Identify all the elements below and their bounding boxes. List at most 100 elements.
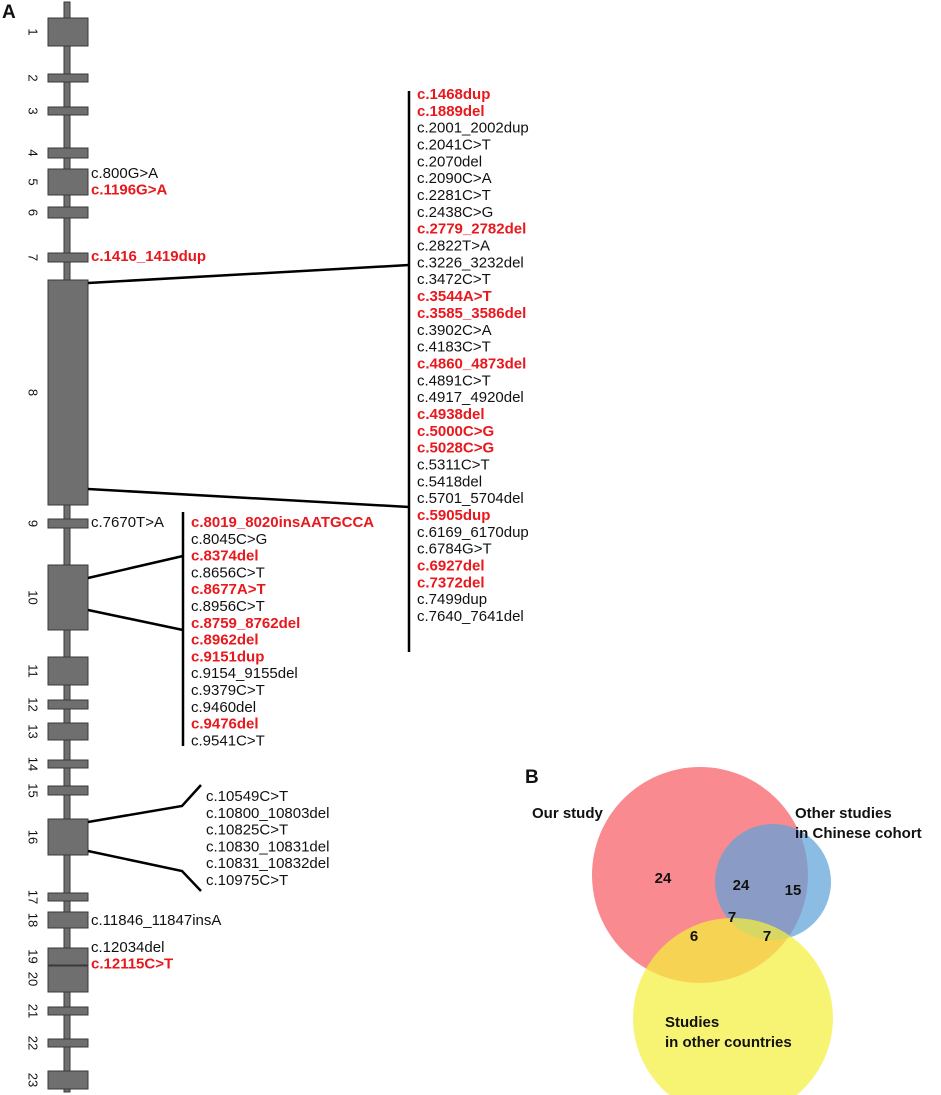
variant-label: c.1889del xyxy=(417,103,485,120)
exon-label-8: 8 xyxy=(26,389,41,396)
exon-4 xyxy=(47,147,89,159)
variant-label: c.6784G>T xyxy=(417,541,492,558)
exon-label-2: 2 xyxy=(26,74,41,81)
variant-label: c.3902C>A xyxy=(417,322,492,339)
variant-label: c.12115C>T xyxy=(91,956,173,973)
exon-14 xyxy=(47,759,89,769)
variant-label: c.6927del xyxy=(417,558,485,575)
variant-label: c.4917_4920del xyxy=(417,389,524,406)
venn-label-our-study: Our study xyxy=(532,805,603,822)
variant-label: c.11846_11847insA xyxy=(91,912,221,929)
exon-label-7: 7 xyxy=(26,254,41,261)
venn-diagram xyxy=(592,767,833,1095)
variant-label: c.3585_3586del xyxy=(417,305,526,322)
exon-label-18: 18 xyxy=(26,913,41,927)
exon-6 xyxy=(47,206,89,219)
variant-label: c.5000C>G xyxy=(417,423,494,440)
variant-label: c.8962del xyxy=(191,632,259,649)
variant-label: c.2090C>A xyxy=(417,170,492,187)
exon-16 xyxy=(47,818,89,856)
variant-label: c.7640_7641del xyxy=(417,608,524,625)
exon16-top-connector xyxy=(87,784,202,824)
variant-label: c.3226_3232del xyxy=(417,254,524,271)
variant-label: c.8956C>T xyxy=(191,598,265,615)
panel-a: A 1234567891011121314151617181920212223 … xyxy=(2,1,529,1093)
exon-label-10: 10 xyxy=(26,590,41,604)
venn-label-other-line1: Studies xyxy=(665,1014,719,1031)
variant-label: c.8656C>T xyxy=(191,564,265,581)
connectors xyxy=(87,91,411,892)
variant-label: c.2070del xyxy=(417,153,482,170)
panel-a-label: A xyxy=(2,2,16,23)
variant-label: c.7372del xyxy=(417,574,485,591)
variant-label: c.8677A>T xyxy=(191,581,266,598)
variant-label: c.2041C>T xyxy=(417,137,491,154)
exon-1 xyxy=(47,17,89,47)
variants-exon5: c.800G>Ac.1196G>A xyxy=(91,165,167,199)
exon-2 xyxy=(47,73,89,83)
variant-label: c.8374del xyxy=(191,548,259,565)
exon-label-1: 1 xyxy=(26,28,41,35)
variant-label: c.5905dup xyxy=(417,507,490,524)
variant-label: c.4938del xyxy=(417,406,485,423)
count-all-three: 7 xyxy=(728,909,736,926)
variant-label: c.6169_6170dup xyxy=(417,524,529,541)
variant-label: c.8019_8020insAATGCCA xyxy=(191,514,374,531)
variant-label: c.8045C>G xyxy=(191,531,267,548)
variants-exon16: c.10549C>Tc.10800_10803delc.10825C>Tc.10… xyxy=(206,788,329,889)
variant-label: c.4860_4873del xyxy=(417,355,526,372)
exon8-top-connector xyxy=(87,263,410,285)
exon-22 xyxy=(47,1038,89,1048)
count-our-only: 24 xyxy=(655,870,672,887)
variant-label: c.10975C>T xyxy=(206,872,288,889)
exon-5 xyxy=(47,168,89,196)
exon-7 xyxy=(47,252,89,263)
exon-23 xyxy=(47,1070,89,1090)
count-our-chinese: 24 xyxy=(733,877,750,894)
exon-label-5: 5 xyxy=(26,178,41,185)
variant-label: c.5311C>T xyxy=(417,457,490,474)
exon-18 xyxy=(47,911,89,929)
exon-label-20: 20 xyxy=(26,972,41,986)
variant-label: c.9154_9155del xyxy=(191,665,298,682)
exon-21 xyxy=(47,1006,89,1016)
variant-label: c.800G>A xyxy=(91,165,158,182)
venn-label-chinese-line1: Other studies xyxy=(795,805,892,822)
exon-19 xyxy=(47,947,89,966)
variant-label: c.1196G>A xyxy=(91,182,167,199)
exon-label-19: 19 xyxy=(26,949,41,963)
variant-label: c.2438C>G xyxy=(417,204,493,221)
exon-label-6: 6 xyxy=(26,209,41,216)
variants-exon10: c.8019_8020insAATGCCAc.8045C>Gc.8374delc… xyxy=(191,514,374,749)
variant-label: c.3472C>T xyxy=(417,271,491,288)
count-our-other: 6 xyxy=(690,928,698,945)
variant-label: c.10831_10832del xyxy=(206,855,329,872)
variant-label: c.5701_5704del xyxy=(417,490,524,507)
variant-label: c.4891C>T xyxy=(417,372,491,389)
variants-exon7: c.1416_1419dup xyxy=(91,248,206,265)
variant-label: c.5028C>G xyxy=(417,440,494,457)
variant-label: c.2281C>T xyxy=(417,187,491,204)
exon-11 xyxy=(47,656,89,686)
variant-label: c.10800_10803del xyxy=(206,805,329,822)
exon-9 xyxy=(47,518,89,529)
variant-label: c.8759_8762del xyxy=(191,615,300,632)
exon-label-14: 14 xyxy=(26,757,41,771)
variant-label: c.3544A>T xyxy=(417,288,492,305)
exon-label-9: 9 xyxy=(26,520,41,527)
exon-15 xyxy=(47,785,89,796)
variants-exon9: c.7670T>A xyxy=(91,514,164,531)
variant-label: c.9379C>T xyxy=(191,682,265,699)
variant-label: c.9476del xyxy=(191,716,259,733)
panel-b-label: B xyxy=(525,767,539,788)
variant-label: c.2822T>A xyxy=(417,238,490,255)
variant-label: c.5418del xyxy=(417,473,482,490)
variant-label: c.10825C>T xyxy=(206,822,288,839)
venn-circle-other-countries xyxy=(633,918,833,1095)
variant-label: c.9151dup xyxy=(191,648,264,665)
exon-13 xyxy=(47,722,89,741)
exon-10 xyxy=(47,564,89,631)
